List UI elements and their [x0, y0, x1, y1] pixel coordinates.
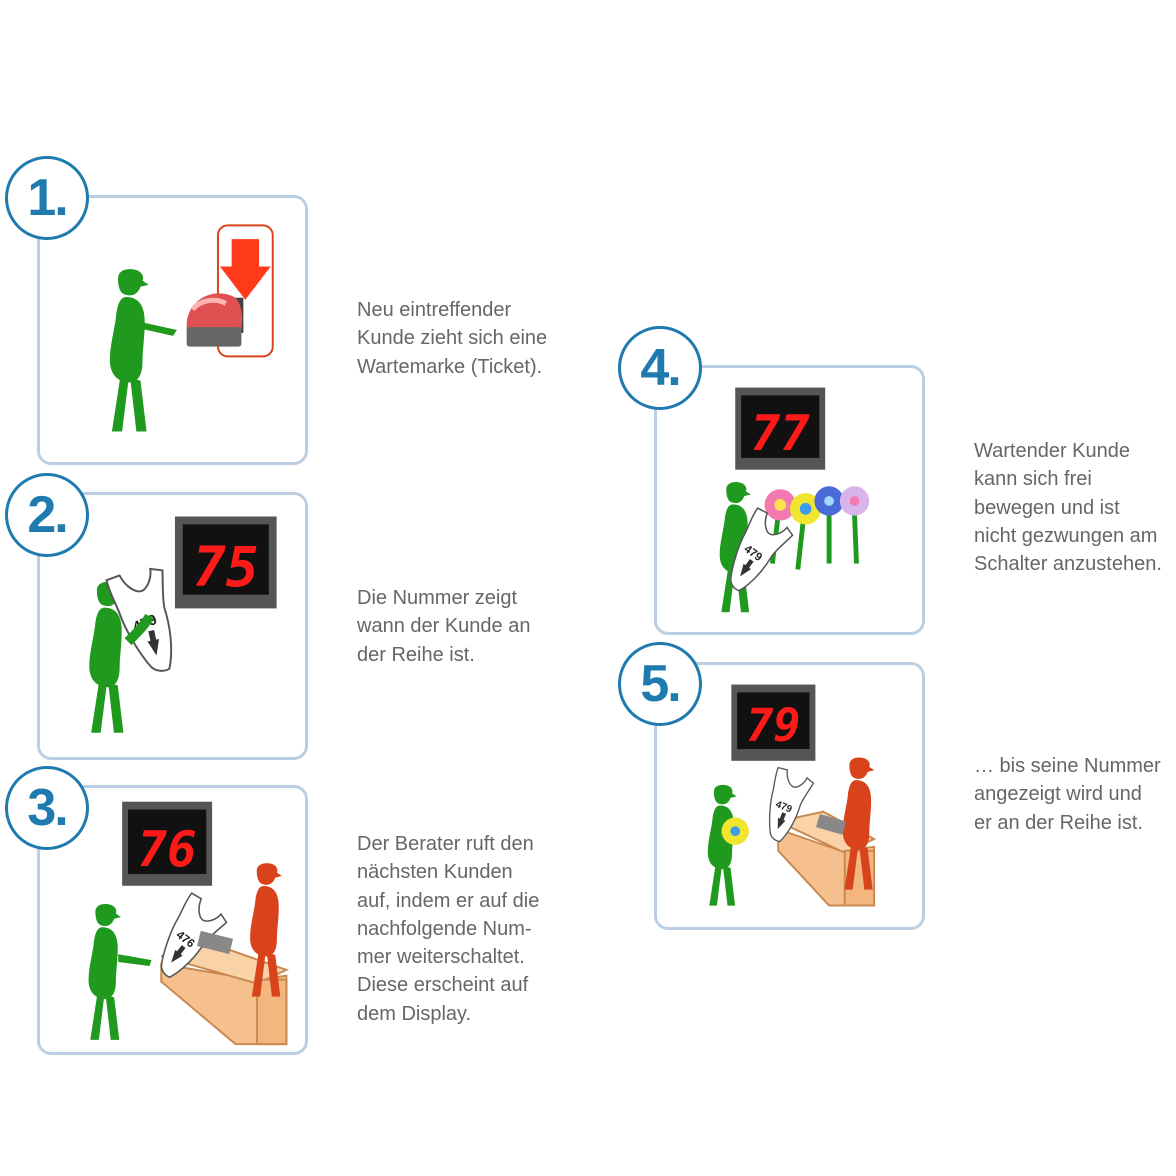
- step-5-illustration: 79 479: [707, 684, 877, 907]
- step-3-number: 3.: [5, 766, 89, 850]
- number-display-icon: 79: [731, 684, 816, 761]
- flower-icon: [764, 486, 870, 570]
- customer-figure-icon: [88, 904, 121, 1040]
- svg-text:76: 76: [138, 821, 197, 878]
- step-1-caption: Neu eintreffender Kunde zieht sich eine …: [357, 299, 548, 378]
- step-4-caption: Wartender Kunde kann sich frei bewegen u…: [974, 440, 1162, 576]
- step-2-panel: 75 479: [37, 492, 308, 760]
- number-display-icon: 76: [122, 801, 213, 886]
- ticket-dispenser-icon: [186, 224, 274, 358]
- step-1-illustration: [109, 224, 274, 432]
- step-3-panel: 76 476: [37, 785, 308, 1055]
- svg-text:77: 77: [751, 405, 810, 462]
- number-display-icon: 77: [735, 387, 826, 470]
- svg-text:75: 75: [193, 535, 259, 599]
- step-3-illustration: 76 476: [88, 801, 289, 1046]
- step-5-number: 5.: [618, 642, 702, 726]
- ticket-icon: 476: [141, 891, 230, 986]
- flower-icon: [721, 817, 749, 845]
- number-display-icon: 75: [174, 516, 277, 609]
- step-4-illustration: 77 479: [710, 387, 870, 613]
- customer-figure-icon: [109, 269, 149, 432]
- customer-figure-icon: [707, 784, 737, 906]
- svg-text:79: 79: [746, 699, 800, 752]
- ticket-icon: 479: [710, 506, 796, 599]
- step-2-illustration: 75 479: [89, 516, 277, 733]
- step-5-panel: 79 479: [654, 662, 925, 930]
- step-4-number: 4.: [618, 326, 702, 410]
- step-2-number: 2.: [5, 473, 89, 557]
- step-1-panel: [37, 195, 308, 465]
- step-5-caption: … bis seine Nummer angezeigt wird und er…: [974, 755, 1161, 834]
- step-1-number: 1.: [5, 156, 89, 240]
- ticket-icon: 479: [751, 765, 816, 847]
- step-2-caption: Die Nummer zeigt wann der Kunde an der R…: [357, 587, 531, 666]
- step-3-caption: Der Berater ruft den nächsten Kunden auf…: [357, 833, 540, 1025]
- step-4-panel: 77 479: [654, 365, 925, 635]
